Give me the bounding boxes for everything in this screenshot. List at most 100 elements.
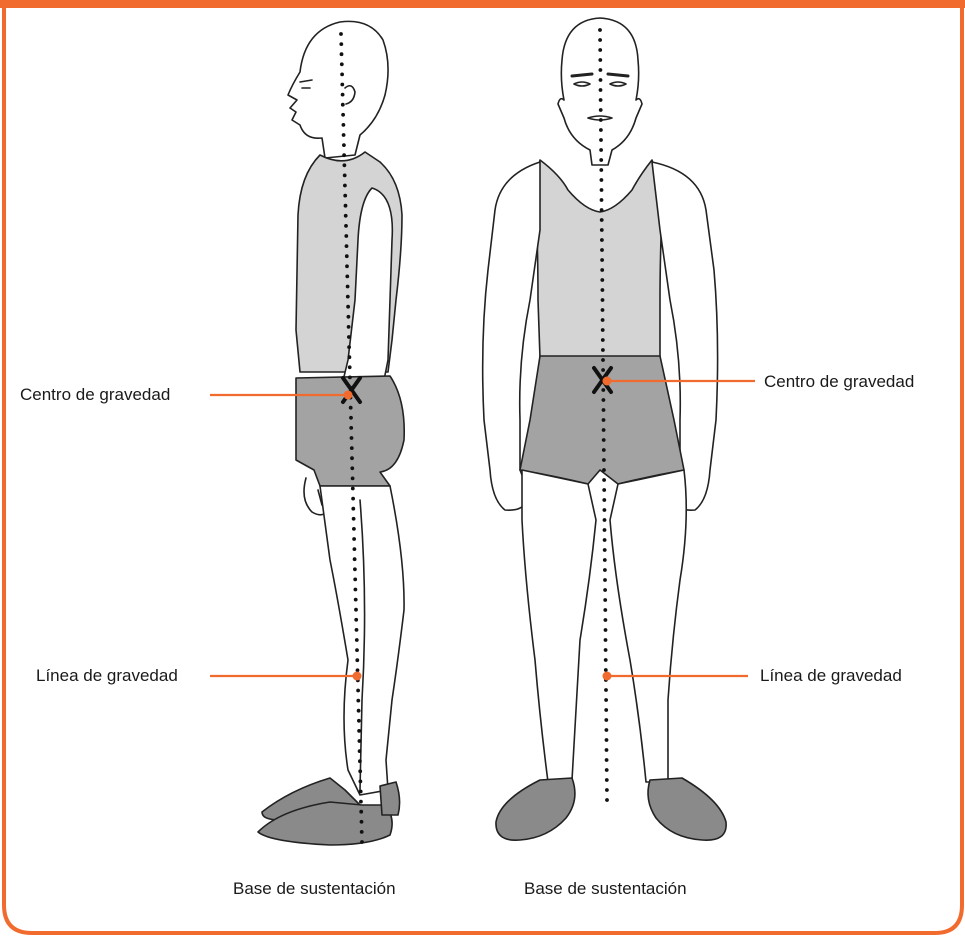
side-gravity-dot (355, 638, 359, 642)
front-gravity-dot (605, 758, 609, 762)
side-gravity-dot (340, 73, 344, 77)
side-gravity-dot (344, 214, 348, 218)
front-gravity-dot (602, 448, 606, 452)
side-gravity-dot (346, 305, 350, 309)
side-gravity-dot (341, 93, 345, 97)
side-gravity-dot (353, 567, 357, 571)
front-gravity-dot (604, 628, 608, 632)
front-gravity-dot (601, 348, 605, 352)
side-gravity-dot (348, 355, 352, 359)
front-gravity-dot (603, 538, 607, 542)
front-gravity-dot (601, 388, 605, 392)
side-gravity-dot (356, 699, 360, 703)
front-gravity-dot (601, 288, 605, 292)
front-gravity-dot (600, 248, 604, 252)
front-gravity-dot (599, 148, 603, 152)
front-gravity-dot (600, 178, 604, 182)
front-gravity-dot (602, 498, 606, 502)
front-gravity-dot (601, 368, 605, 372)
side-gravity-dot (350, 456, 354, 460)
side-gravity-dot (358, 759, 362, 763)
front-gravity-dot (602, 398, 606, 402)
front-gravity-dot (600, 198, 604, 202)
side-line-label: Línea de gravedad (36, 666, 178, 686)
front-gravity-dot (604, 708, 608, 712)
side-gravity-dot (347, 335, 351, 339)
front-gravity-dot (602, 408, 606, 412)
side-gravity-dot (358, 739, 362, 743)
side-gravity-dot (353, 547, 357, 551)
front-shoe-right (648, 778, 726, 840)
side-gravity-dot (347, 325, 351, 329)
side-gravity-dot (354, 608, 358, 612)
side-gravity-dot (355, 658, 359, 662)
side-gravity-dot (342, 123, 346, 127)
side-gravity-dot (358, 749, 362, 753)
front-gravity-dot (602, 478, 606, 482)
side-gravity-dot (355, 648, 359, 652)
front-gravity-dot (604, 688, 608, 692)
front-legs (522, 470, 686, 782)
front-gravity-dot (602, 488, 606, 492)
front-gravity-dot (600, 258, 604, 262)
front-gravity-dot (600, 208, 604, 212)
side-gravity-dot (354, 598, 358, 602)
side-center-label: Centro de gravedad (20, 385, 170, 405)
front-gravity-dot (599, 78, 603, 82)
front-center-dot (603, 377, 612, 386)
front-gravity-dot (599, 108, 603, 112)
front-gravity-dot (601, 318, 605, 322)
front-gravity-dot (599, 98, 603, 102)
side-gravity-dot (341, 103, 345, 107)
side-gravity-dot (342, 143, 346, 147)
side-gravity-dot (343, 163, 347, 167)
front-gravity-dot (599, 88, 603, 92)
orange-frame (4, 0, 962, 933)
front-gravity-dot (598, 58, 602, 62)
front-gravity-dot (598, 48, 602, 52)
front-gravity-dot (605, 728, 609, 732)
side-gravity-dot (359, 790, 363, 794)
front-gravity-dot (599, 128, 603, 132)
front-gravity-dot (600, 218, 604, 222)
front-gravity-dot (598, 28, 602, 32)
side-gravity-dot (347, 315, 351, 319)
side-gravity-dot (341, 113, 345, 117)
side-gravity-dot (352, 517, 356, 521)
side-figure (258, 21, 404, 845)
side-shoe-heel (380, 782, 400, 815)
front-center-label: Centro de gravedad (764, 372, 914, 392)
side-gravity-dot (354, 588, 358, 592)
front-gravity-dot (599, 118, 603, 122)
front-gravity-dot (603, 528, 607, 532)
front-gravity-dot (602, 468, 606, 472)
side-gravity-dot (343, 174, 347, 178)
front-gravity-dot (603, 598, 607, 602)
side-gravity-dot (357, 709, 361, 713)
front-gravity-dot (603, 608, 607, 612)
side-gravity-dot (345, 264, 349, 268)
side-head (288, 21, 388, 158)
front-gravity-dot (603, 558, 607, 562)
side-gravity-dot (345, 244, 349, 248)
front-gravity-dot (604, 668, 608, 672)
front-gravity-dot (601, 298, 605, 302)
side-gravity-dot (344, 234, 348, 238)
front-line-label: Línea de gravedad (760, 666, 902, 686)
front-gravity-dot (599, 168, 603, 172)
side-gravity-dot (349, 426, 353, 430)
front-gravity-dot (600, 228, 604, 232)
front-gravity-dot (602, 458, 606, 462)
side-gravity-dot (342, 133, 346, 137)
front-gravity-dot (605, 738, 609, 742)
front-line-dot (603, 672, 612, 681)
front-gravity-dot (603, 518, 607, 522)
side-gravity-dot (360, 820, 364, 824)
front-gravity-dot (603, 588, 607, 592)
side-gravity-dot (339, 32, 343, 36)
side-gravity-dot (351, 477, 355, 481)
side-gravity-dot (349, 416, 353, 420)
front-shirt (536, 160, 662, 360)
side-gravity-dot (339, 42, 343, 46)
